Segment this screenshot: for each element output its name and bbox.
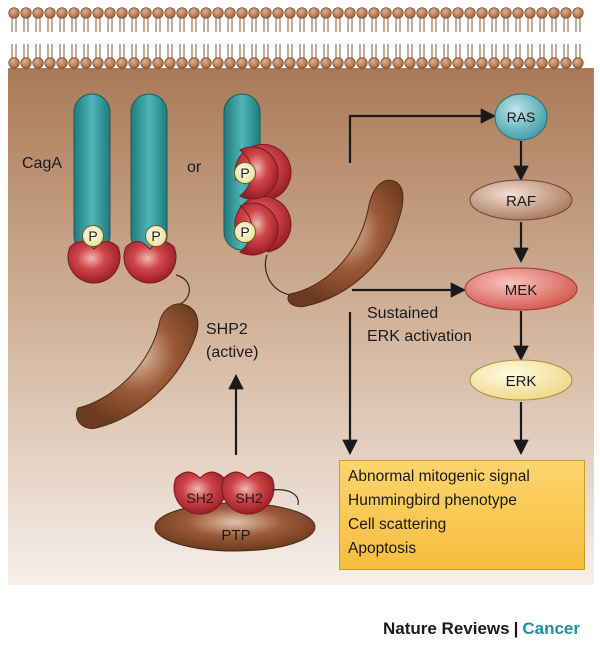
shp2-inactive: SH2 SH2 PTP	[154, 471, 316, 552]
sustained-label-line2: ERK activation	[367, 328, 472, 345]
ras-node: RAS	[494, 93, 548, 141]
ras-label: RAS	[507, 109, 536, 125]
credit-separator: |	[513, 619, 519, 638]
phospho-p-label: P	[88, 228, 97, 244]
phospho-p-label: P	[240, 165, 249, 181]
phospho-p-marker	[82, 225, 104, 247]
plasma-membrane	[8, 7, 584, 69]
journal-name: Nature Reviews	[382, 619, 510, 638]
outcome-item: Hummingbird phenotype	[348, 492, 517, 509]
or-label: or	[187, 159, 202, 176]
raf-label: RAF	[506, 193, 536, 210]
phospho-p-label: P	[240, 224, 249, 240]
caga-monomer-right: P P	[223, 93, 404, 308]
ptp-crescent-right	[287, 179, 404, 308]
arrow-to-ras	[348, 108, 497, 163]
outcomes-box: Abnormal mitogenic signal Hummingbird ph…	[339, 460, 585, 570]
outcome-item: Cell scattering	[348, 516, 447, 533]
journal-section: Cancer	[522, 619, 580, 638]
sh2-label: SH2	[186, 490, 213, 506]
phospho-p-label: P	[151, 228, 160, 244]
caga-dimer-left: P P	[67, 93, 199, 429]
erk-label: ERK	[506, 373, 537, 390]
shp2-active-label-line1: SHP2	[206, 321, 248, 338]
ptp-crescent-left	[76, 303, 199, 429]
outcome-item: Abnormal mitogenic signal	[348, 468, 530, 485]
sh2-label: SH2	[235, 490, 262, 506]
phospho-p-marker	[234, 221, 256, 243]
phospho-p-marker	[234, 162, 256, 184]
journal-credit: Nature Reviews|Cancer	[383, 619, 580, 639]
erk-node: ERK	[469, 359, 573, 401]
phospho-p-marker	[145, 225, 167, 247]
caga-label: CagA	[22, 155, 62, 172]
shp2-active-label-line2: (active)	[206, 344, 258, 361]
raf-node: RAF	[469, 179, 573, 221]
ptp-label: PTP	[221, 527, 250, 544]
mek-node: MEK	[464, 267, 578, 311]
outcome-item: Apoptosis	[348, 540, 417, 557]
sustained-label-line1: Sustained	[367, 305, 438, 322]
mek-label: MEK	[505, 282, 538, 299]
